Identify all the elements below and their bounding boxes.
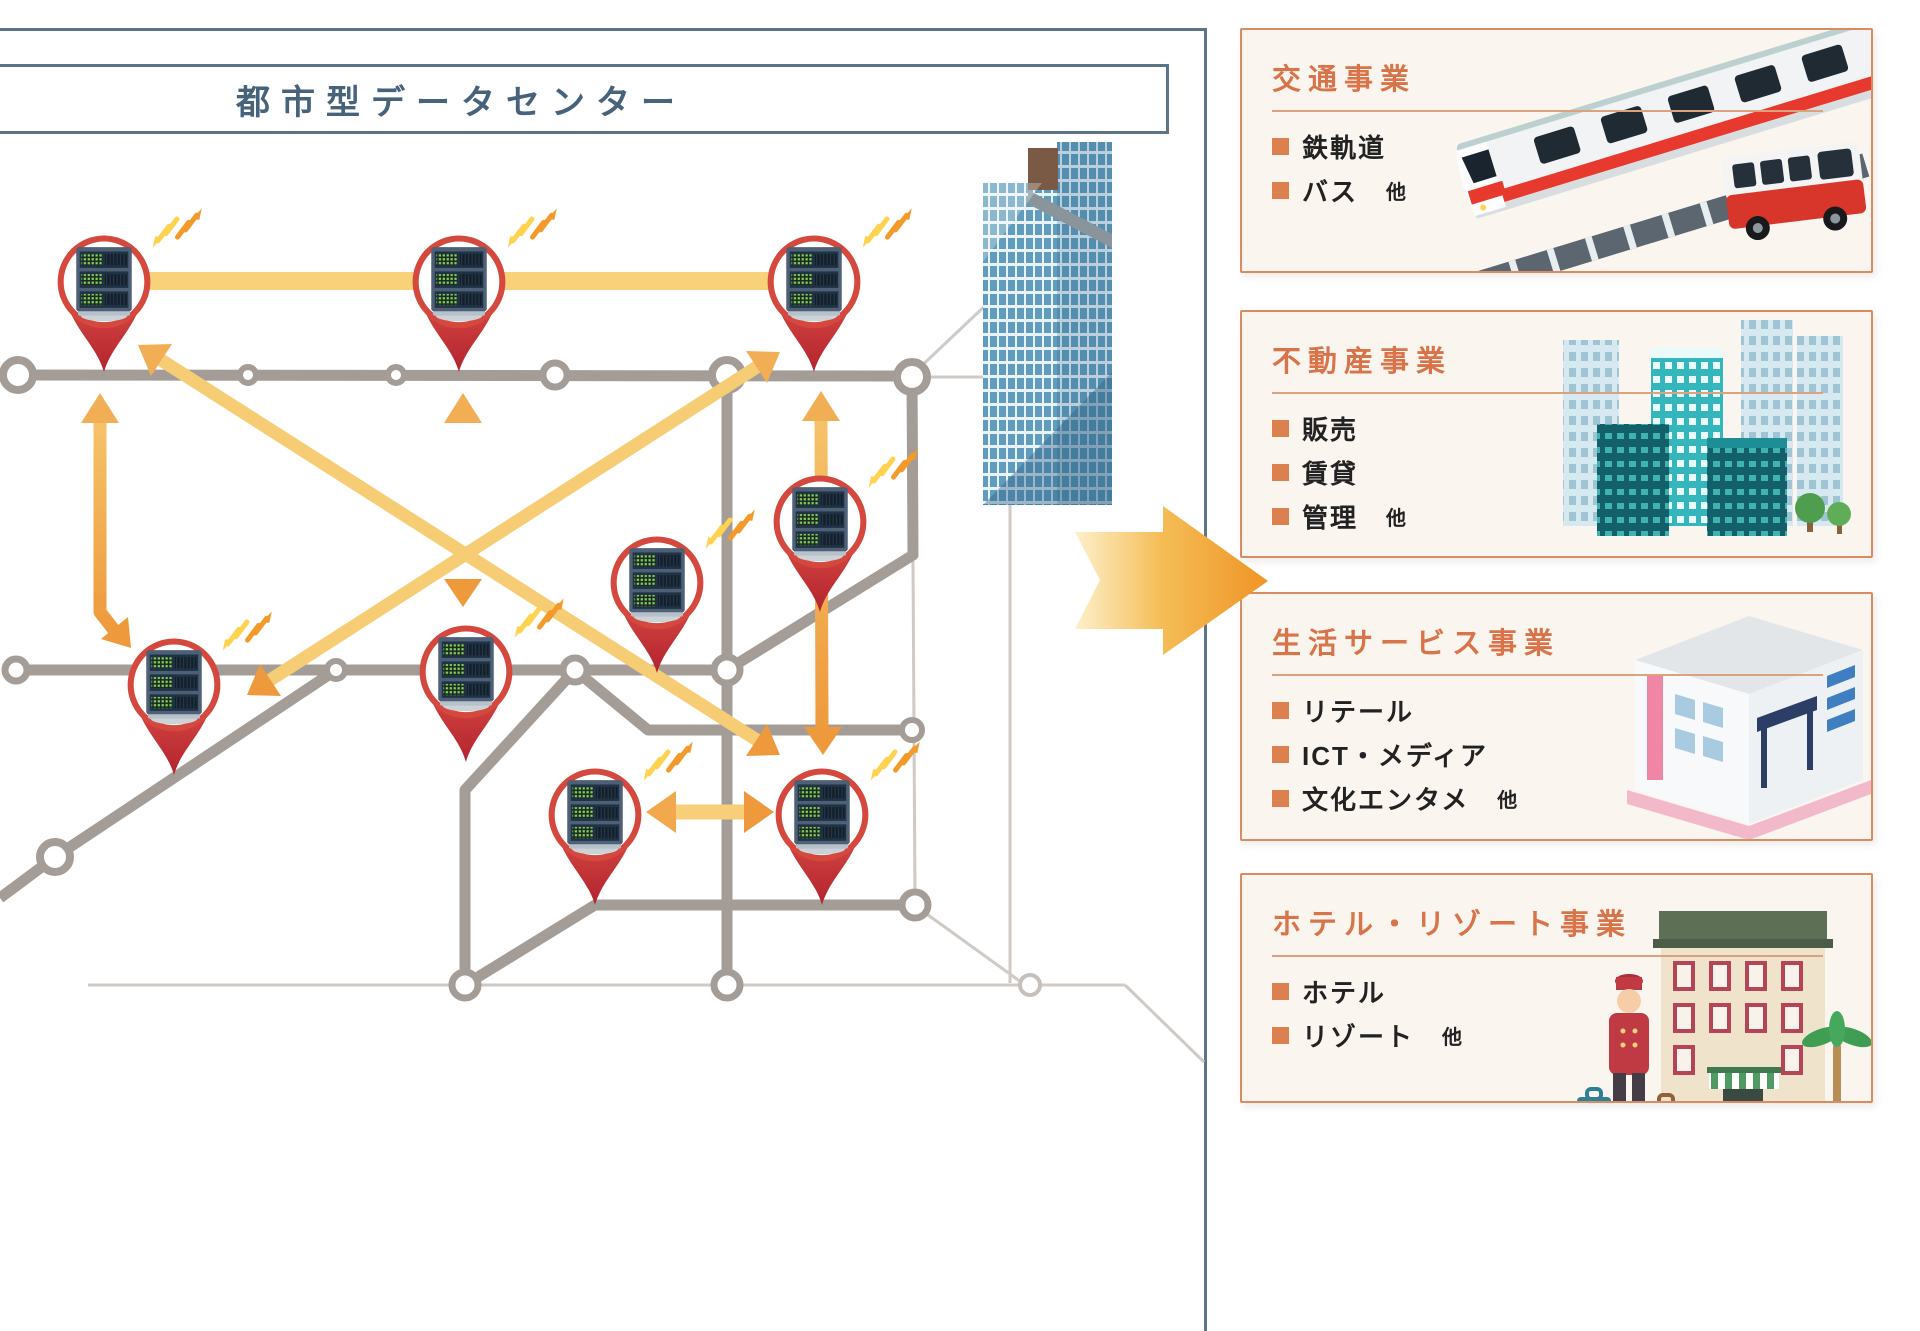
flow-arrow-diagonal-2 [247, 351, 780, 696]
wireless-signal-icon [858, 208, 916, 247]
card-title: 生活サービス事業 [1272, 628, 1561, 660]
card-title: 交通事業 [1272, 64, 1417, 96]
card-title: ホテル・リゾート事業 [1272, 909, 1633, 941]
bullet-square-icon [1272, 508, 1289, 525]
bullet-square-icon [1272, 1027, 1289, 1044]
business-card-transport: 交通事業 鉄軌道 バス 他 [1240, 28, 1873, 273]
bullet-square-icon [1272, 420, 1289, 437]
flow-arrow-a-d [81, 393, 131, 648]
business-card-realestate: 不動産事業 販売 賃貸 管理 他 [1240, 310, 1873, 558]
card-item-label: リテール [1302, 697, 1415, 727]
flow-arrow-b-e [444, 393, 482, 607]
panel-title-box: 都市型データセンター [0, 64, 1169, 134]
train-illustration [1441, 30, 1871, 271]
wireless-signal-icon [148, 208, 206, 247]
server-pin-icon [771, 238, 858, 372]
card-item: 文化エンタメ 他 [1272, 780, 1871, 817]
card-item: ICT・メディア [1272, 736, 1871, 773]
card-item-label: 文化エンタメ [1302, 785, 1470, 815]
card-item: 管理 他 [1272, 498, 1871, 535]
datacenter-panel-frame [0, 28, 1207, 1331]
wireless-signal-icon [503, 208, 561, 247]
card-rule [1272, 392, 1824, 394]
server-pin-icon [552, 771, 639, 905]
wireless-signal-icon [218, 611, 276, 650]
buildings-illustration [1563, 320, 1851, 536]
bullet-square-icon [1272, 464, 1289, 481]
card-item-label: 賃貸 [1302, 459, 1359, 489]
card-rule [1272, 110, 1824, 112]
network-map [0, 142, 1206, 1064]
card-item: バス 他 [1272, 172, 1871, 209]
card-item-suffix: 他 [1386, 508, 1407, 530]
server-pin-icon [423, 628, 510, 762]
office-tower-illustration [983, 142, 1112, 505]
station-nodes [0, 356, 1042, 1002]
train-body [1455, 30, 1871, 219]
page-title: 都市型データセンター [236, 83, 686, 122]
card-item-label: ホテル [1302, 978, 1387, 1008]
server-pin-icon [779, 771, 866, 905]
card-item-suffix: 他 [1497, 790, 1518, 812]
card-item-label: 販売 [1302, 415, 1359, 445]
card-item: 賃貸 [1272, 454, 1871, 491]
business-card-hotel: ホテル・リゾート事業 ホテル リゾート 他 [1240, 873, 1873, 1103]
bus-icon [1721, 142, 1867, 241]
card-item-label: 鉄軌道 [1302, 133, 1387, 163]
card-item-suffix: 他 [1386, 182, 1407, 204]
business-card-lifeservice: 生活サービス事業 リテール ICT・メディア 文化エンタメ 他 [1240, 592, 1873, 841]
transform-arrow-icon [1075, 506, 1268, 655]
card-item-label: 管理 [1302, 503, 1359, 533]
flow-arrow-diagonal-1 [138, 344, 780, 756]
server-pin-icon [416, 238, 503, 372]
bullet-square-icon [1272, 746, 1289, 763]
server-pin-icon [61, 238, 148, 372]
card-rule [1272, 955, 1824, 957]
bullet-square-icon [1272, 702, 1289, 719]
card-item: リテール [1272, 692, 1871, 729]
bullet-square-icon [1272, 182, 1289, 199]
tree-icon [1795, 493, 1851, 534]
wireless-signal-icon [639, 741, 697, 780]
card-item-label: リゾート [1302, 1022, 1415, 1052]
hotel-building [1653, 911, 1833, 1101]
card-item: 鉄軌道 [1272, 128, 1871, 165]
card-item: ホテル [1272, 973, 1871, 1010]
bullet-square-icon [1272, 790, 1289, 807]
card-item-label: ICT・メディア [1302, 741, 1489, 771]
card-item-suffix: 他 [1442, 1027, 1463, 1049]
card-item: リゾート 他 [1272, 1017, 1871, 1054]
flow-arrow-h-i [646, 791, 774, 833]
card-item-label: バス [1302, 177, 1359, 207]
page-root: { "panel": { "title": "都市型データセンター" }, "c… [0, 28, 1873, 1331]
bullet-square-icon [1272, 138, 1289, 155]
card-title: 不動産事業 [1272, 346, 1453, 378]
card-item: 販売 [1272, 410, 1871, 447]
bullet-square-icon [1272, 983, 1289, 1000]
card-rule [1272, 674, 1824, 676]
